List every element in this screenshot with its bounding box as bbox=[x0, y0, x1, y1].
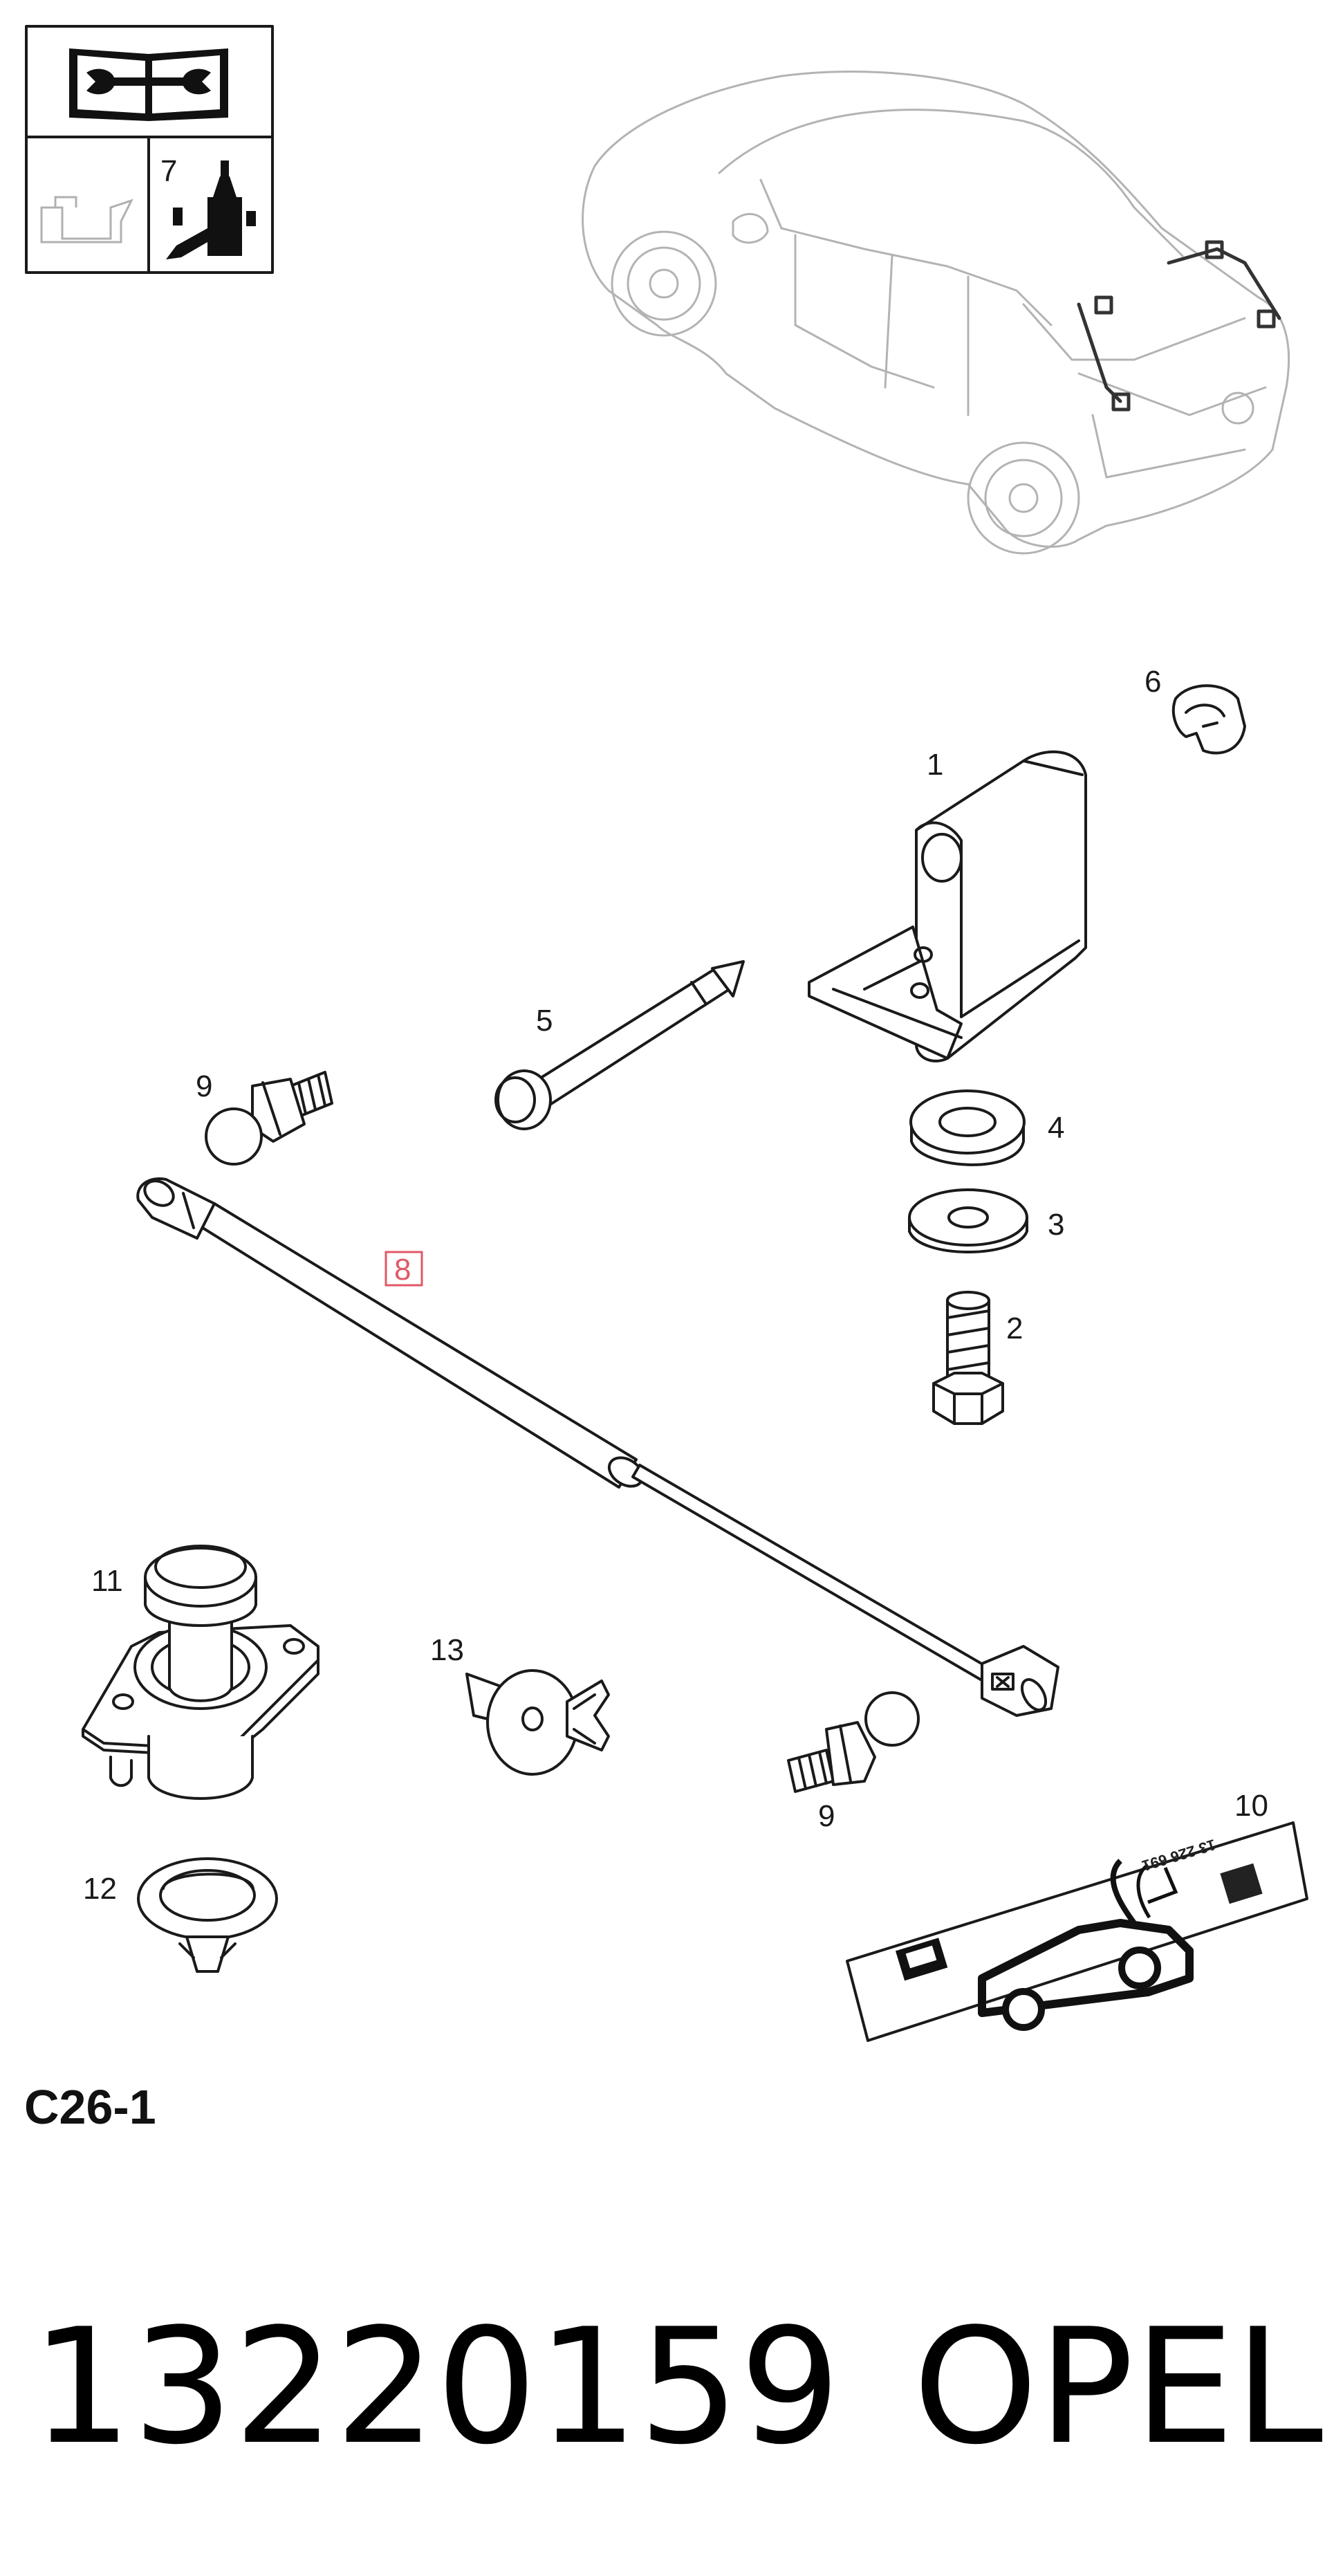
part-3-washer bbox=[908, 1188, 1028, 1253]
callout-2: 2 bbox=[1006, 1312, 1023, 1345]
callout-9-lower: 9 bbox=[818, 1799, 835, 1833]
legend-box: 7 bbox=[25, 25, 274, 274]
vehicle-outline bbox=[582, 71, 1290, 555]
part-number: 13220159 bbox=[31, 2295, 841, 2480]
part-9-ball-stud-upper bbox=[205, 1071, 333, 1166]
callout-12: 12 bbox=[83, 1872, 117, 1906]
callout-11: 11 bbox=[91, 1564, 123, 1598]
callout-13: 13 bbox=[430, 1633, 464, 1667]
fluid-can-icon bbox=[40, 196, 133, 243]
part-2-bolt bbox=[932, 1291, 1004, 1425]
callout-10: 10 bbox=[1234, 1789, 1268, 1823]
diagram-code: C26-1 bbox=[24, 2080, 156, 2134]
part-1-hinge-bracket bbox=[808, 750, 1087, 1062]
callout-1: 1 bbox=[927, 748, 943, 782]
callout-4: 4 bbox=[1048, 1111, 1064, 1145]
callout-9-upper: 9 bbox=[196, 1069, 212, 1103]
callout-7: 7 bbox=[160, 154, 177, 188]
callout-6: 6 bbox=[1145, 665, 1161, 699]
callout-8-box bbox=[384, 1251, 423, 1287]
callout-5: 5 bbox=[536, 1004, 553, 1038]
part-5-pin bbox=[494, 960, 745, 1130]
manual-icon bbox=[69, 48, 228, 121]
part-12-grommet bbox=[137, 1857, 278, 1973]
part-8-gas-strut bbox=[136, 1177, 1059, 1717]
part-6-clip bbox=[1171, 684, 1246, 755]
grease-bottle-icon bbox=[166, 160, 256, 259]
part-9-ball-stud-lower bbox=[787, 1691, 920, 1793]
part-4-washer bbox=[909, 1089, 1026, 1166]
callout-8: 8 bbox=[394, 1253, 411, 1287]
part-11-bumper-mount bbox=[82, 1545, 319, 1800]
part-13-clip-fastener bbox=[465, 1669, 610, 1776]
brand-name: OPEL bbox=[913, 2295, 1323, 2480]
part-10-warning-label: 13 226 691 bbox=[846, 1821, 1308, 2042]
callout-3: 3 bbox=[1048, 1208, 1064, 1242]
